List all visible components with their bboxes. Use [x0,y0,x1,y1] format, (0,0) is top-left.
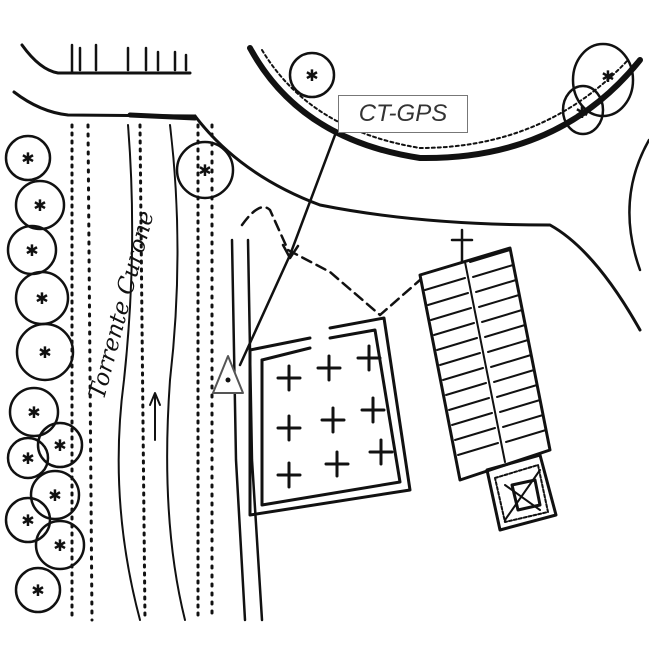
tree-icon [34,519,86,571]
tree-icon [15,322,75,382]
svg-text:✱: ✱ [27,403,40,422]
tree-icon [288,51,336,99]
trees-isolated [175,42,635,200]
tree-icon [175,140,235,200]
main-road [12,90,642,332]
tree-icon [4,496,52,544]
station-leader-arrow [238,133,337,367]
river-torrente-curone [70,123,214,622]
svg-text:✱: ✱ [305,66,318,85]
svg-text:✱: ✱ [198,161,211,180]
tree-icon [36,421,84,469]
svg-text:✱: ✱ [575,103,588,122]
cemetery-enclosure [248,316,412,517]
cross-icon [316,354,342,382]
cemetery-crosses [276,344,394,489]
station-label: CT-GPS [338,95,468,133]
svg-text:✱: ✱ [35,289,48,308]
cross-icon [320,406,346,434]
tree-row-left [4,134,86,614]
tree-icon [561,84,605,136]
north-road [20,43,192,75]
tree-icon [8,386,60,438]
cross-icon [276,414,302,442]
svg-text:✱: ✱ [601,67,614,86]
cross-icon [324,450,350,478]
svg-text:✱: ✱ [21,511,34,530]
cross-icon [368,438,394,466]
cross-icon [276,364,302,392]
svg-text:✱: ✱ [38,343,51,362]
cross-icon [276,461,302,489]
cross-icon [360,396,386,424]
triangle-marker-icon[interactable] [212,355,244,394]
svg-text:✱: ✱ [21,449,34,468]
church-building [418,228,558,532]
footpath-dashed [240,205,422,317]
svg-text:✱: ✱ [53,536,66,555]
svg-text:✱: ✱ [25,241,38,260]
svg-text:✱: ✱ [48,486,61,505]
tree-icon [4,134,52,182]
cross-icon [356,344,382,372]
svg-text:✱: ✱ [33,196,46,215]
tree-icon [29,469,81,521]
tree-icon [14,566,62,614]
tree-icon [14,179,66,231]
svg-text:✱: ✱ [31,581,44,600]
tree-icon [6,436,50,480]
svg-text:✱: ✱ [53,436,66,455]
river-embankment [230,238,264,622]
svg-text:✱: ✱ [21,149,34,168]
